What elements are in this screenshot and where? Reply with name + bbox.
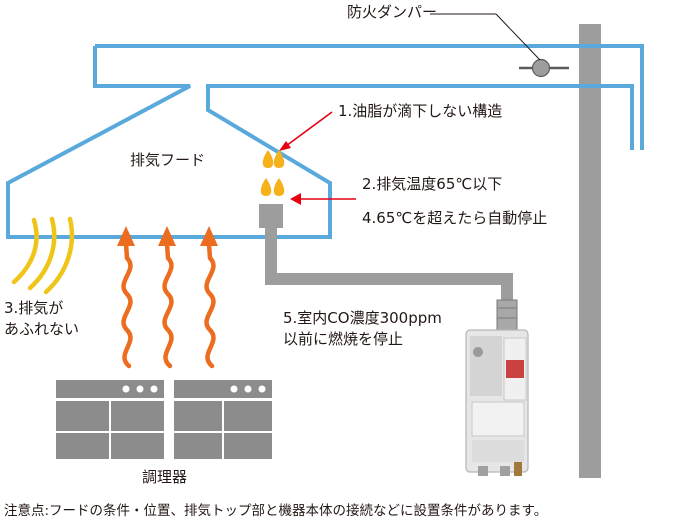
stove-right bbox=[174, 380, 272, 459]
note-overflow-line2: あふれない bbox=[4, 320, 80, 338]
flame-icons bbox=[260, 150, 285, 196]
fire-damper-label: 防火ダンパー bbox=[347, 3, 438, 21]
pipe-connector bbox=[496, 299, 518, 331]
fire-damper bbox=[531, 58, 551, 78]
exhaust-pipe bbox=[265, 227, 513, 308]
note-co-line1: 5.室内CO濃度300ppm bbox=[283, 309, 442, 327]
stoves-label: 調理器 bbox=[142, 468, 188, 486]
heat-arrow-heads bbox=[117, 226, 218, 246]
water-heater bbox=[465, 329, 529, 476]
overflow-curves bbox=[11, 216, 75, 295]
exhaust-shaft bbox=[579, 24, 601, 478]
note-overflow-line1: 3.排気が bbox=[4, 299, 64, 317]
stove-left bbox=[56, 380, 164, 459]
hood-duct-outline bbox=[6, 44, 644, 239]
hood-label: 排気フード bbox=[130, 151, 206, 169]
fire-damper-leader-diag bbox=[495, 13, 541, 61]
note-exhaust-temp: 2.排気温度65℃以下 bbox=[362, 175, 503, 193]
note-co-line2: 以前に燃焼を停止 bbox=[283, 330, 404, 348]
pointer-arrows bbox=[279, 111, 356, 205]
exhaust-box bbox=[259, 204, 283, 228]
note-oil-drip: 1.油脂が滴下しない構造 bbox=[338, 102, 503, 120]
note-auto-stop: 4.65℃を超えたら自動停止 bbox=[362, 209, 548, 227]
footnote: 注意点:フードの条件・位置、排気トップ部と機器本体の接続などに設置条件があります… bbox=[4, 503, 548, 519]
heat-arrows bbox=[121, 241, 216, 369]
